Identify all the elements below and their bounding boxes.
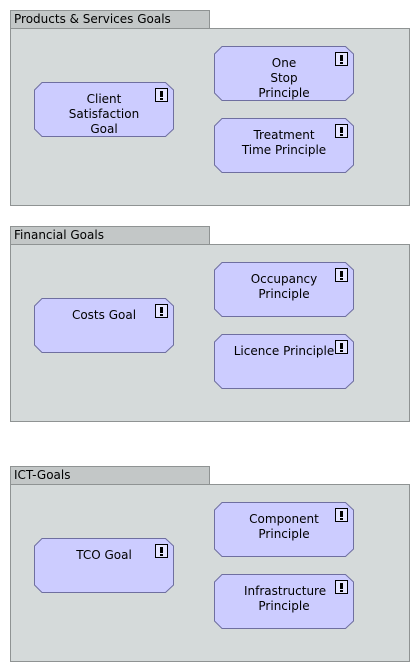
group-products-services-tab[interactable]: Products & Services Goals xyxy=(10,10,210,29)
principle-shape xyxy=(214,262,354,317)
node-label: Occupancy Principle xyxy=(250,272,318,301)
node-label: Licence Principle xyxy=(233,344,335,358)
group-ict-tab[interactable]: ICT-Goals xyxy=(10,466,210,485)
node-label: One Stop Principle xyxy=(258,56,310,100)
exclamation-icon xyxy=(335,268,348,282)
exclamation-icon xyxy=(335,52,348,66)
exclamation-icon xyxy=(155,304,168,318)
principle-shape xyxy=(214,574,354,629)
node-label: Treatment Time Principle xyxy=(241,128,327,157)
node-treatment-time-principle[interactable]: Treatment Time Principle xyxy=(214,118,354,173)
node-costs-goal[interactable]: Costs Goal xyxy=(34,298,174,353)
node-component-principle[interactable]: Component Principle xyxy=(214,502,354,557)
principle-shape xyxy=(214,502,354,557)
node-tco-goal[interactable]: TCO Goal xyxy=(34,538,174,593)
principle-shape xyxy=(214,46,354,101)
exclamation-icon xyxy=(335,508,348,522)
node-infrastructure-principle[interactable]: Infrastructure Principle xyxy=(214,574,354,629)
principle-shape xyxy=(214,334,354,389)
node-client-satisfaction-goal[interactable]: Client Satisfaction Goal xyxy=(34,82,174,137)
exclamation-icon xyxy=(335,124,348,138)
node-label: TCO Goal xyxy=(76,548,132,562)
goal-shape xyxy=(34,538,174,593)
principle-shape xyxy=(214,118,354,173)
exclamation-icon xyxy=(155,88,168,102)
goal-shape xyxy=(34,82,174,137)
node-label: Client Satisfaction Goal xyxy=(68,92,140,136)
node-label: Infrastructure Principle xyxy=(244,584,327,613)
node-occupancy-principle[interactable]: Occupancy Principle xyxy=(214,262,354,317)
node-one-stop-principle[interactable]: One Stop Principle xyxy=(214,46,354,101)
node-label: Component Principle xyxy=(249,512,319,541)
exclamation-icon xyxy=(335,580,348,594)
exclamation-icon xyxy=(155,544,168,558)
group-financial-tab[interactable]: Financial Goals xyxy=(10,226,210,245)
node-licence-principle[interactable]: Licence Principle xyxy=(214,334,354,389)
exclamation-icon xyxy=(335,340,348,354)
node-label: Costs Goal xyxy=(71,308,137,322)
goal-shape xyxy=(34,298,174,353)
